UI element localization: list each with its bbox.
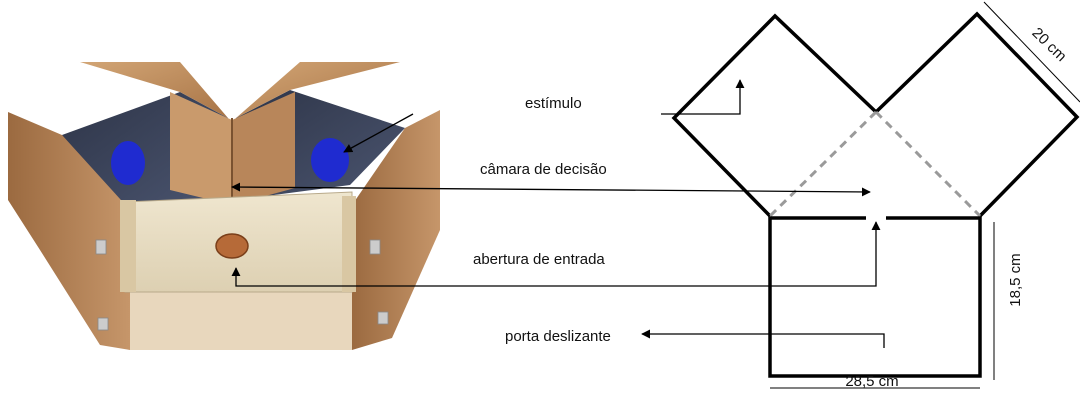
label-sliding-door: porta deslizante: [505, 328, 611, 345]
floor: [130, 290, 352, 350]
diamond-left-outline: [671, 13, 878, 218]
entry-hole: [215, 233, 249, 259]
center-divider-right: [232, 92, 295, 205]
dim-line-diamond-side: [983, 1, 1080, 103]
label-stimulus: estímulo: [525, 95, 582, 112]
stimulus-disk-right: [311, 138, 349, 182]
dashed-divider-left: [768, 110, 878, 218]
arrow-sliding-door: [641, 329, 885, 348]
arrow-entry-opening: [231, 221, 881, 287]
schematic: 20 cm 18,5 cm 28,5 cm: [671, 1, 1080, 390]
dashed-divider-right: [874, 110, 982, 218]
arrow-decision-chamber: [231, 182, 871, 197]
left-outer-wall: [8, 112, 130, 350]
start-box-outline: [768, 216, 982, 378]
label-entry-opening: abertura de entrada: [473, 251, 605, 268]
dim-label-box-height: 18,5 cm: [1007, 253, 1024, 306]
center-divider: [170, 92, 232, 205]
left-post: [120, 200, 136, 292]
diamond-right-outline: [874, 11, 1080, 218]
arrow-stimulus-photo: [343, 113, 414, 153]
label-decision-chamber: câmara de decisão: [480, 161, 607, 178]
stimulus-disk-left: [111, 141, 145, 185]
callouts: estímulo câmara de decisão abertura de e…: [231, 79, 885, 348]
dim-label-diamond-side: 20 cm: [1029, 24, 1070, 65]
arrow-stimulus-diagram: [661, 79, 745, 115]
rim-right: [236, 62, 400, 118]
dim-label-box-width: 28,5 cm: [845, 373, 898, 390]
apparatus-photo: [8, 62, 440, 350]
rim-left: [80, 62, 228, 118]
right-post: [342, 196, 356, 292]
